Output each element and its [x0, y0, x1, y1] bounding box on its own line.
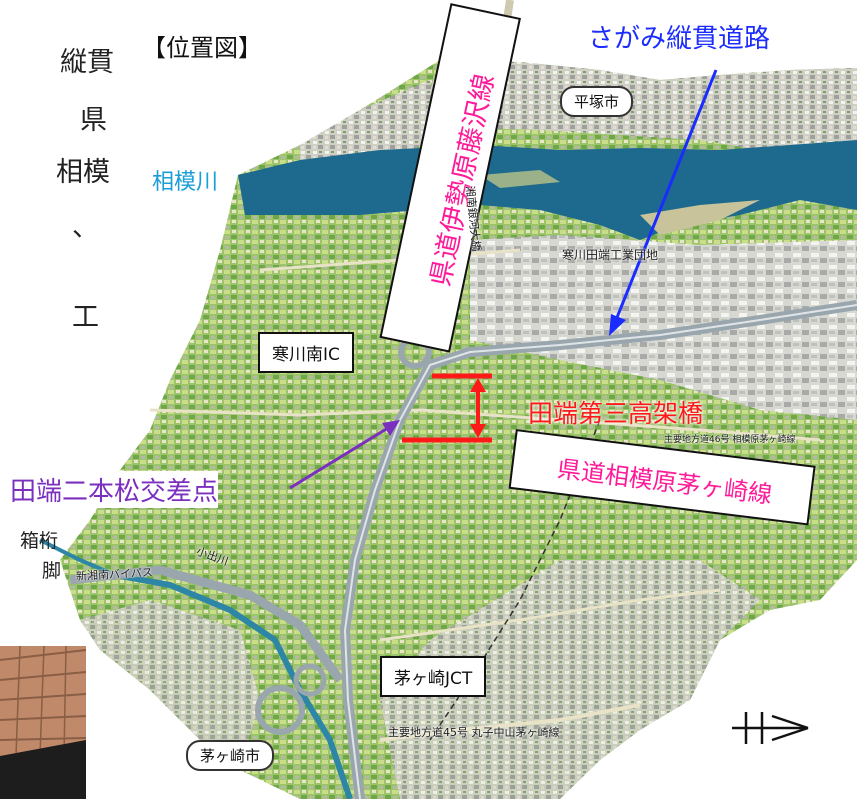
river-sandbar-2: [480, 170, 560, 188]
chigasaki-jct-loop-1: [255, 685, 305, 735]
route45-label: 主要地方道45号 丸子中山茅ヶ崎線: [388, 726, 560, 739]
highway-centerline: [343, 304, 857, 799]
left-text-1: 縦貫: [60, 47, 114, 78]
industrial-label: 寒川田端工業団地: [562, 248, 659, 262]
shinshonan-bypass: [69, 565, 344, 683]
photo-fragment: [0, 645, 87, 799]
left-text-8: 脚: [42, 560, 62, 582]
industrial-zone: [470, 235, 857, 420]
koide-river-branch: [39, 538, 116, 577]
viaduct-extent-marker: [402, 373, 492, 443]
chigasaki-jct-loop-2: [293, 663, 327, 697]
urban-southwest: [80, 600, 260, 770]
hiratsuka-label: 平塚市: [560, 86, 634, 117]
samukawa-ic-label: 寒川南IC: [258, 332, 354, 373]
route46-label: 主要地方道46号 相模原茅ヶ崎線: [664, 435, 796, 445]
intersection-arrow: [289, 420, 400, 490]
sagami-river-label: 相模川: [152, 170, 219, 195]
left-text-2: 県: [80, 105, 107, 136]
intersection-label: 田端二本松交差点: [10, 471, 219, 508]
sagami-juukan-arrow: [609, 69, 718, 336]
urban-south: [380, 560, 760, 799]
left-text-6: 工: [72, 302, 99, 333]
chigasaki-jct-label: 茅ヶ崎JCT: [380, 656, 487, 697]
river-sandbar: [640, 200, 760, 235]
koide-river: [114, 572, 353, 799]
left-text-4: 、: [72, 212, 99, 243]
north-arrow-icon: [732, 712, 809, 744]
sagami-juukan-label: さがみ縦貫道路: [588, 24, 771, 54]
sagamihara-chigasaki-box: [508, 429, 816, 526]
left-text-7: 箱桁: [20, 530, 59, 552]
urban-hiratsuka: [420, 60, 857, 150]
minor-road-1: [149, 408, 821, 442]
chigasaki-city-label: 茅ヶ崎市: [186, 740, 275, 771]
map-title: 【位置図】: [142, 34, 262, 62]
route-45-road: [379, 703, 641, 742]
minor-road-3: [379, 588, 721, 642]
left-text-3: 相模: [56, 157, 110, 188]
isehara-fujisawa-box: [379, 3, 521, 353]
viaduct-label: 田端第三高架橋: [528, 399, 704, 428]
